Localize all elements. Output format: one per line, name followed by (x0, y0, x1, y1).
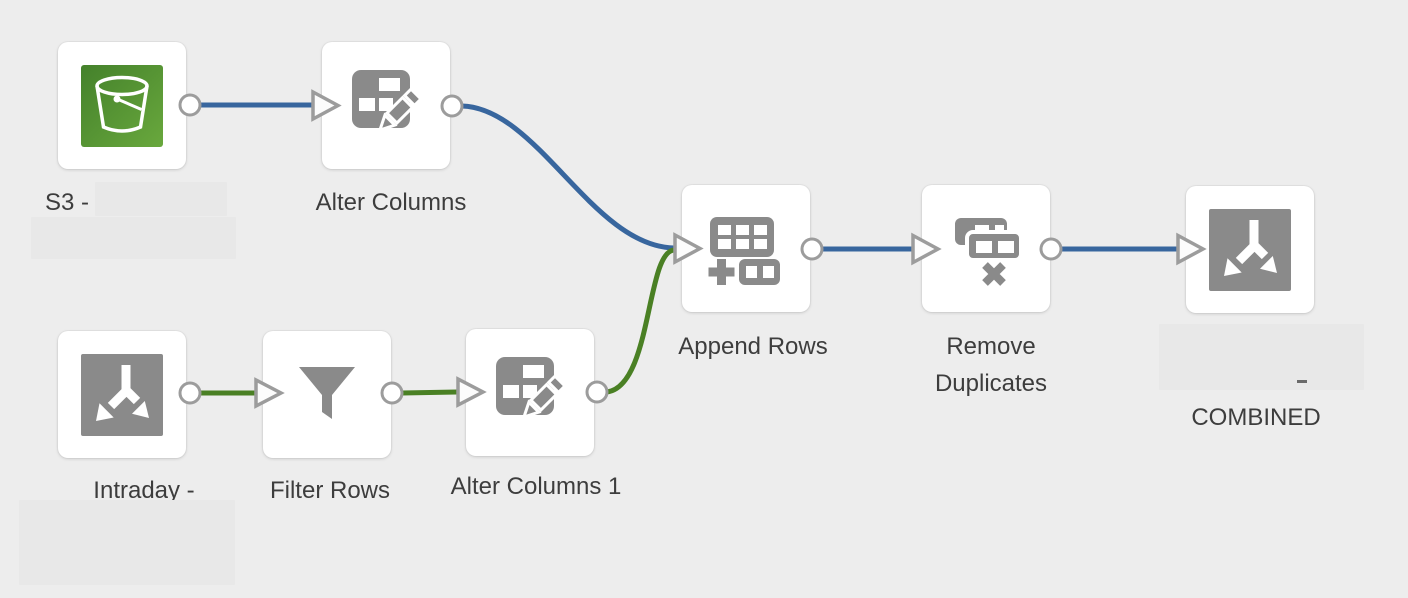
table-edit-icon (345, 65, 427, 147)
redacted-text (19, 500, 235, 585)
output-port-append-rows[interactable] (800, 237, 824, 261)
node-label-s3: S3 - (45, 189, 90, 216)
node-label-append-rows: Append Rows (678, 333, 828, 360)
table-append-icon (705, 208, 787, 290)
output-port-remove-duplicates[interactable] (1039, 237, 1063, 261)
table-edit-icon (489, 352, 571, 434)
node-label-filter-rows: Filter Rows (269, 477, 390, 504)
duplicates-remove-icon (945, 208, 1027, 290)
node-label-alter-columns-1: Alter Columns 1 (450, 473, 622, 500)
redacted-text (31, 217, 236, 259)
node-alter-columns[interactable] (322, 42, 450, 169)
edge-filter-rows-to-alter-columns-1 (401, 389, 458, 396)
edge-alter-columns-1-to-append-rows (606, 247, 675, 395)
node-label-alter-columns: Alter Columns (315, 189, 467, 216)
node-append-rows[interactable] (682, 185, 810, 312)
node-label-remove-duplicates: Remove Duplicates (934, 333, 1048, 397)
node-filter-rows[interactable] (263, 331, 391, 458)
s3-bucket-icon (81, 64, 163, 147)
node-s3-source[interactable] (58, 42, 186, 169)
hyphen-mark (1297, 380, 1307, 383)
node-alter-columns-1[interactable] (466, 329, 594, 456)
output-port-alter-columns[interactable] (440, 94, 464, 118)
node-label-combined: COMBINED (1191, 404, 1321, 431)
output-port-intraday[interactable] (178, 381, 202, 405)
node-intraday-source[interactable] (58, 331, 186, 458)
redacted-text (95, 182, 227, 216)
redacted-text (1159, 324, 1364, 390)
dataset-split-icon (1209, 208, 1291, 291)
node-remove-duplicates[interactable] (922, 185, 1050, 312)
edge-alter-columns-to-append-rows (461, 103, 675, 251)
funnel-icon (286, 354, 368, 436)
node-combined-output[interactable] (1186, 186, 1314, 313)
output-port-alter-columns-1[interactable] (585, 380, 609, 404)
output-port-filter-rows[interactable] (380, 381, 404, 405)
output-port-s3[interactable] (178, 93, 202, 117)
dataset-split-icon (81, 353, 163, 436)
